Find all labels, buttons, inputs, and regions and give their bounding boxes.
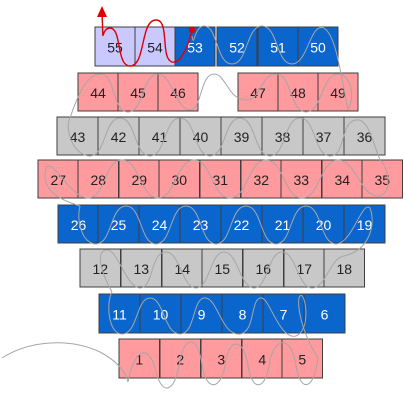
bead-label-14: 14 [174,261,190,277]
bead-11 [98,293,141,334]
bead-label-48: 48 [290,85,306,101]
bead-33 [280,159,322,199]
bead-6 [303,293,346,334]
bead-label-15: 15 [214,261,230,277]
bead-label-17: 17 [296,261,312,277]
bead-label-34: 34 [334,172,350,188]
bead-31 [199,159,241,199]
bead-label-53: 53 [187,40,203,56]
bead-label-50: 50 [310,40,326,56]
bead-label-8: 8 [239,307,247,323]
thread-loops-row-1 [191,25,349,111]
bead-label-44: 44 [90,85,106,101]
thread-path [1,6,389,389]
bead-label-22: 22 [234,217,250,233]
bead-38 [261,116,304,156]
bead-30 [158,159,200,199]
bead-label-10: 10 [153,307,169,323]
bead-43 [56,116,99,156]
bead-label-36: 36 [357,129,373,145]
bead-35 [361,159,403,199]
bead-label-30: 30 [171,172,187,188]
thread-loops-row-3 [67,117,381,161]
bead-53 [174,26,216,67]
bead-17 [283,248,325,288]
thread-tail [1,342,129,383]
bead-label-35: 35 [374,172,390,188]
bead-42 [97,116,140,156]
bead-25 [97,204,140,244]
bead-29 [118,159,160,199]
bead-label-18: 18 [336,261,352,277]
bead-row-4: 27 28 29 30 31 32 33 34 35 [37,159,403,199]
bead-label-6: 6 [321,307,329,323]
bead-21 [261,204,304,244]
bead-13 [120,248,162,288]
bead-label-54: 54 [147,40,163,56]
bead-row-7: 11 10 9 8 7 6 [98,293,346,334]
bead-label-11: 11 [112,307,127,323]
bead-label-9: 9 [198,307,206,323]
thread-loops-row-2 [69,73,353,119]
bead-label-4: 4 [258,352,266,368]
bead-label-37: 37 [316,129,332,145]
red-thread-arrowhead [97,6,107,17]
bead-label-19: 19 [357,217,373,233]
bead-label-21: 21 [275,217,291,233]
bead-1 [118,338,160,379]
bead-label-27: 27 [50,172,66,188]
bead-label-1: 1 [135,352,143,368]
red-thread-start-dot [188,26,196,34]
bead-9 [180,293,223,334]
thread-loops-row-5 [78,205,373,257]
bead-label-28: 28 [90,172,106,188]
bead-label-12: 12 [92,261,108,277]
thread-loops-row-8 [127,341,319,389]
red-thread-path [101,13,193,67]
bead-label-25: 25 [111,217,127,233]
bead-label-13: 13 [133,261,149,277]
bead-label-3: 3 [217,352,225,368]
bead-label-46: 46 [170,85,186,101]
bead-label-45: 45 [130,85,146,101]
bead-label-7: 7 [280,307,288,323]
bead-label-39: 39 [234,129,250,145]
bead-label-32: 32 [253,172,269,188]
bead-50 [297,26,339,67]
bead-37 [302,116,345,156]
bead-34 [321,159,363,199]
bead-label-43: 43 [70,129,86,145]
thread-loops-row-4 [44,159,389,207]
bead-label-26: 26 [71,217,87,233]
bead-label-29: 29 [131,172,147,188]
bead-label-5: 5 [298,352,306,368]
bead-15 [201,248,243,288]
thread-loops-row-7 [108,291,319,359]
bead-39 [220,116,263,156]
bead-label-42: 42 [111,129,127,145]
bead-19 [343,204,386,244]
bead-label-31: 31 [212,172,228,188]
bead-label-52: 52 [229,40,245,56]
bead-14 [161,248,203,288]
bead-label-49: 49 [330,85,346,101]
bead-label-24: 24 [152,217,168,233]
thread-loops-row-6 [99,249,345,293]
bead-44 [77,72,119,112]
bead-55 [94,26,136,67]
bead-label-33: 33 [293,172,309,188]
bead-46 [157,72,199,112]
